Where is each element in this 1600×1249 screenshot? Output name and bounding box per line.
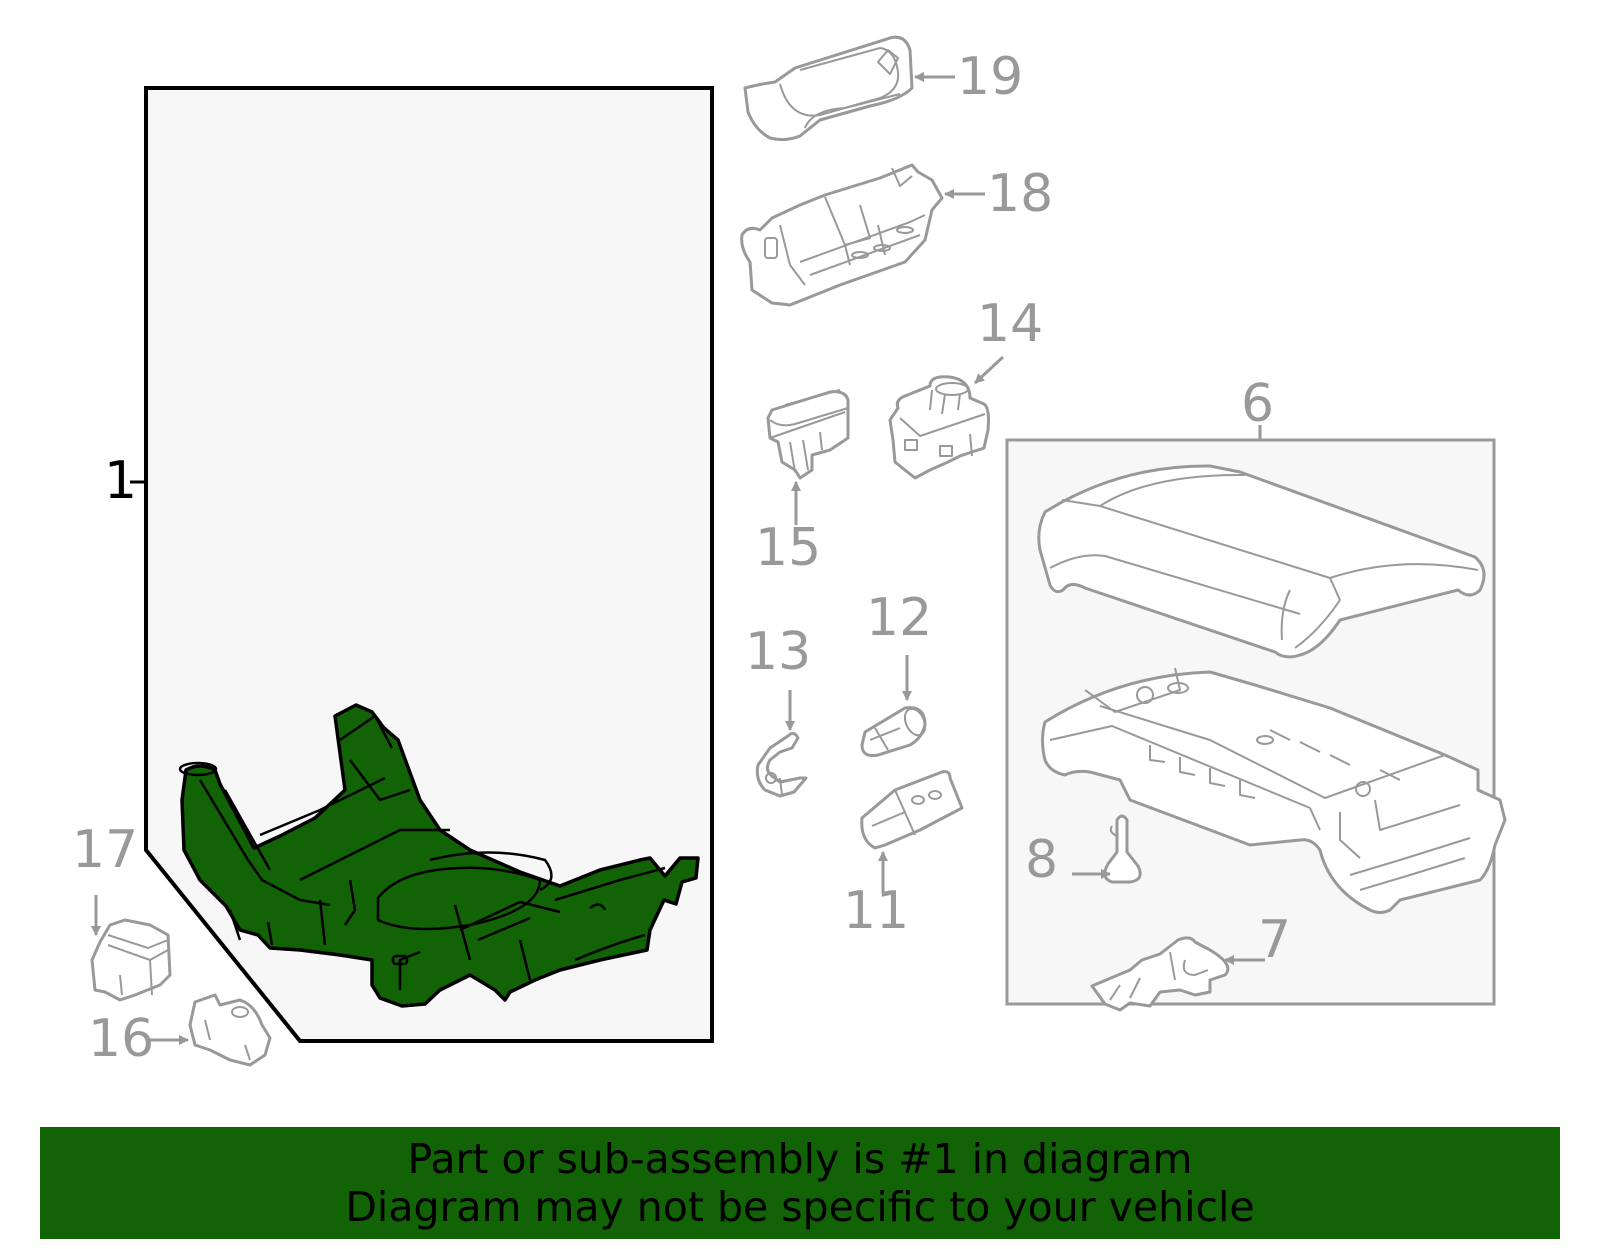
part-16-switch[interactable]: [188, 993, 272, 1067]
part-12-bulb-socket[interactable]: [860, 706, 929, 757]
callout-8[interactable]: 8: [1025, 830, 1059, 890]
callout-14[interactable]: 14: [977, 294, 1044, 354]
callout-12[interactable]: 12: [866, 588, 933, 648]
banner-line-2: Diagram may not be specific to your vehi…: [345, 1183, 1255, 1231]
callout-16[interactable]: 16: [88, 1009, 155, 1069]
part-13-clip[interactable]: [755, 731, 808, 798]
callout-11[interactable]: 11: [843, 881, 910, 941]
banner-line-1: Part or sub-assembly is #1 in diagram: [407, 1135, 1193, 1183]
part-15-switch[interactable]: [766, 389, 850, 480]
callout-15[interactable]: 15: [755, 518, 822, 578]
callout-7[interactable]: 7: [1258, 910, 1292, 970]
console-base-part-1[interactable]: [178, 703, 700, 1008]
part-armrest-lid[interactable]: [1037, 464, 1486, 659]
part-17-switch[interactable]: [90, 918, 172, 1002]
callout-17[interactable]: 17: [72, 820, 139, 880]
part-11-connector[interactable]: [860, 770, 964, 850]
callout-1[interactable]: 1: [104, 451, 138, 511]
notice-banner: Part or sub-assembly is #1 in diagram Di…: [40, 1127, 1560, 1239]
callout-6[interactable]: 6: [1241, 374, 1275, 434]
primary-group-box: [130, 86, 714, 1043]
part-7-bracket[interactable]: [1090, 936, 1230, 1012]
callout-18[interactable]: 18: [987, 164, 1054, 224]
part-armrest-base[interactable]: [1041, 667, 1507, 914]
callout-14-arrow: [973, 355, 1005, 385]
callout-13[interactable]: 13: [745, 622, 812, 682]
part-14-knob-switch[interactable]: [888, 375, 990, 480]
callout-19[interactable]: 19: [957, 47, 1024, 107]
part-18-switch-panel[interactable]: [740, 163, 944, 307]
part-19-cover[interactable]: [743, 35, 914, 142]
